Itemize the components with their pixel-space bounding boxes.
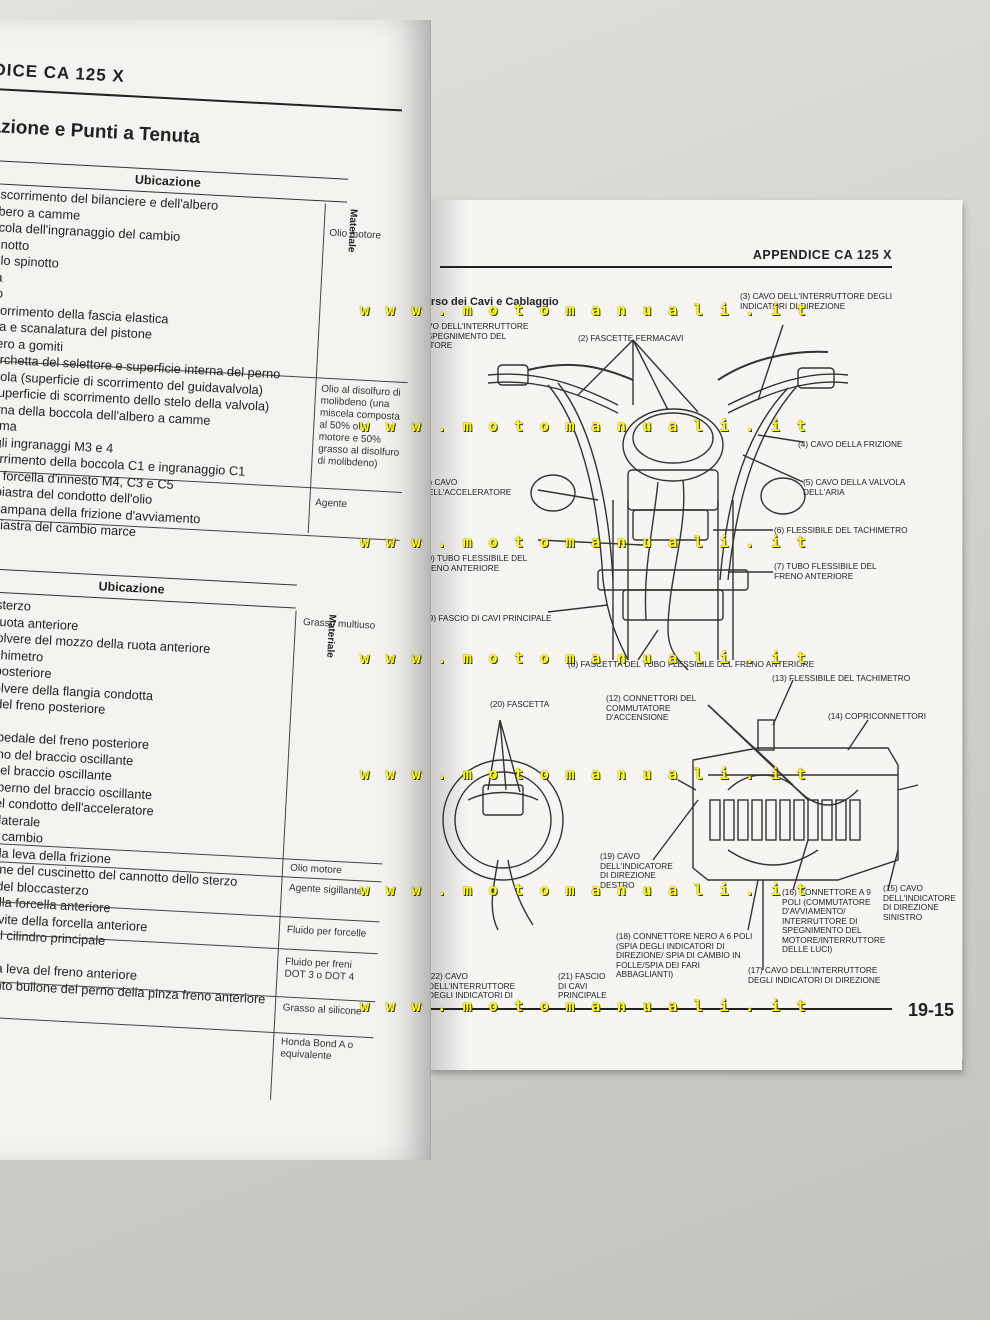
table1-material-1: Olio motore	[329, 227, 382, 242]
wiring-diagram	[442, 324, 919, 970]
label-front-brake-hose: (7) TUBO FLESSIBILE DEL FRENO ANTERIORE	[774, 561, 877, 581]
table2-col-location: Ubicazione	[98, 579, 165, 597]
label-clutch-cable: (4) CAVO DELLA FRIZIONE	[798, 439, 903, 449]
label-connector-cover: (14) COPRICONNETTORI	[828, 711, 927, 721]
label-throttle-cable: (1) CAVO DELL'ACCELERATORE	[422, 477, 512, 497]
left-page-header: DICE CA 125 X	[0, 60, 126, 86]
table2-material-5: Fluido per freni DOT 3 o DOT 4	[284, 956, 355, 984]
label-right-turn-signal-cable: (19) CAVO DELL'INDICATORE DI DIREZIONE D…	[600, 851, 673, 890]
table2-material-4: Fluido per forcelle	[286, 924, 367, 940]
speedo-cable-stub	[757, 719, 775, 751]
left-header-rule	[0, 87, 402, 112]
connector-cover	[692, 747, 899, 881]
label-main-harness-21: (21) FASCIO DI CAVI PRINCIPALE	[558, 971, 607, 1000]
label-turn-switch-cable-22: (22) CAVO DELL'INTERRUTTORE DEGLI INDICA…	[428, 971, 516, 1000]
label-turn-switch-cable-17: (17) CAVO DELL'INTERRUTTORE DEGLI INDICA…	[748, 965, 881, 985]
label-choke-cable: (5) CAVO DELLA VALVOLA DELL'ARIA	[803, 477, 905, 497]
watermark: w w w . m o t o m a n u a l i . i t	[360, 533, 810, 551]
table1-col-location: Ubicazione	[134, 172, 202, 190]
left-grip	[497, 364, 529, 386]
table2-material-6: Grasso al silicone	[282, 1002, 362, 1018]
page-number: 19-15	[907, 1000, 954, 1020]
label-clamp-20: (20) FASCETTA	[490, 699, 550, 709]
headlight-right	[760, 477, 806, 515]
label-6-pin-connector: (18) CONNETTORE NERO A 6 POLI (SPIA DEGL…	[616, 931, 753, 979]
right-page: APPENDICE CA 125 X corso dei Cavi e Cabl…	[416, 200, 962, 1070]
label-9-pin-connector: (16) CONNETTORE A 9 POLI (COMMUTATORE D'…	[782, 887, 886, 954]
connector-bank	[709, 799, 861, 841]
table1-material-3: Agente	[314, 497, 348, 511]
table2-material-3: Agente sigillante	[288, 882, 363, 898]
table2-material-1: Grasso multiuso	[302, 616, 376, 632]
watermark: w w w . m o t o m a n u a l i . i t	[360, 649, 810, 667]
table2-material-7: Honda Bond A o equivalente	[280, 1036, 354, 1063]
left-page-title: azione e Punti a Tenuta	[0, 115, 201, 148]
table1-location-list: di scorrimento del bilanciere e dell'alb…	[0, 186, 327, 550]
right-grip	[797, 367, 835, 389]
watermark: w w w . m o t o m a n u a l i . i t	[360, 997, 810, 1015]
label-speedo-cable: (6) FLESSIBILE DEL TACHIMETRO	[774, 525, 908, 535]
label-brake-hose-clamp: (8) FASCETTA DEL TUBO FLESSIBILE DEL FRE…	[568, 659, 815, 669]
label-kill-switch-cable: CAVO DELL'INTERRUTTORE DI SPEGNIMENTO DE…	[416, 321, 529, 350]
watermark: w w w . m o t o m a n u a l i . i t	[360, 881, 810, 899]
handlebar-left	[487, 373, 619, 406]
handlebar-right	[727, 373, 849, 406]
left-page: DICE CA 125 X azione e Punti a Tenuta Ub…	[0, 20, 431, 1160]
label-left-turn-signal-cable: (15) CAVO DELL'INDICATORE DI DIREZIONE S…	[883, 883, 956, 922]
label-turn-signal-switch-cable: (3) CAVO DELL'INTERRUTTORE DEGLI INDICAT…	[740, 291, 893, 311]
watermark: w w w . m o t o m a n u a l i . i t	[360, 417, 810, 435]
label-main-harness: (9) FASCIO DI CAVI PRINCIPALE	[426, 613, 552, 623]
watermark: w w w . m o t o m a n u a l i . i t	[360, 301, 810, 319]
footer-rule	[428, 1008, 892, 1010]
section-subtitle: corso dei Cavi e Cablaggio	[418, 296, 559, 308]
label-ignition-connectors: (12) CONNETTORI DEL COMMUTATORE D'ACCENS…	[606, 693, 696, 722]
header-rule	[440, 266, 892, 268]
speedometer	[622, 408, 724, 482]
table2-row-divider	[0, 1014, 374, 1039]
headlight-left	[530, 474, 576, 512]
label-brake-hose-10: (10) TUBO FLESSIBILE DEL FRENO ANTERIORE	[420, 553, 527, 573]
right-page-header: APPENDICE CA 125 X	[752, 248, 892, 262]
label-speedo-cable-13: (13) FLESSIBILE DEL TACHIMETRO	[772, 673, 911, 683]
watermark: w w w . m o t o m a n u a l i . i t	[360, 765, 810, 783]
label-cable-clamps: (2) FASCETTE FERMACAVI	[578, 333, 684, 343]
